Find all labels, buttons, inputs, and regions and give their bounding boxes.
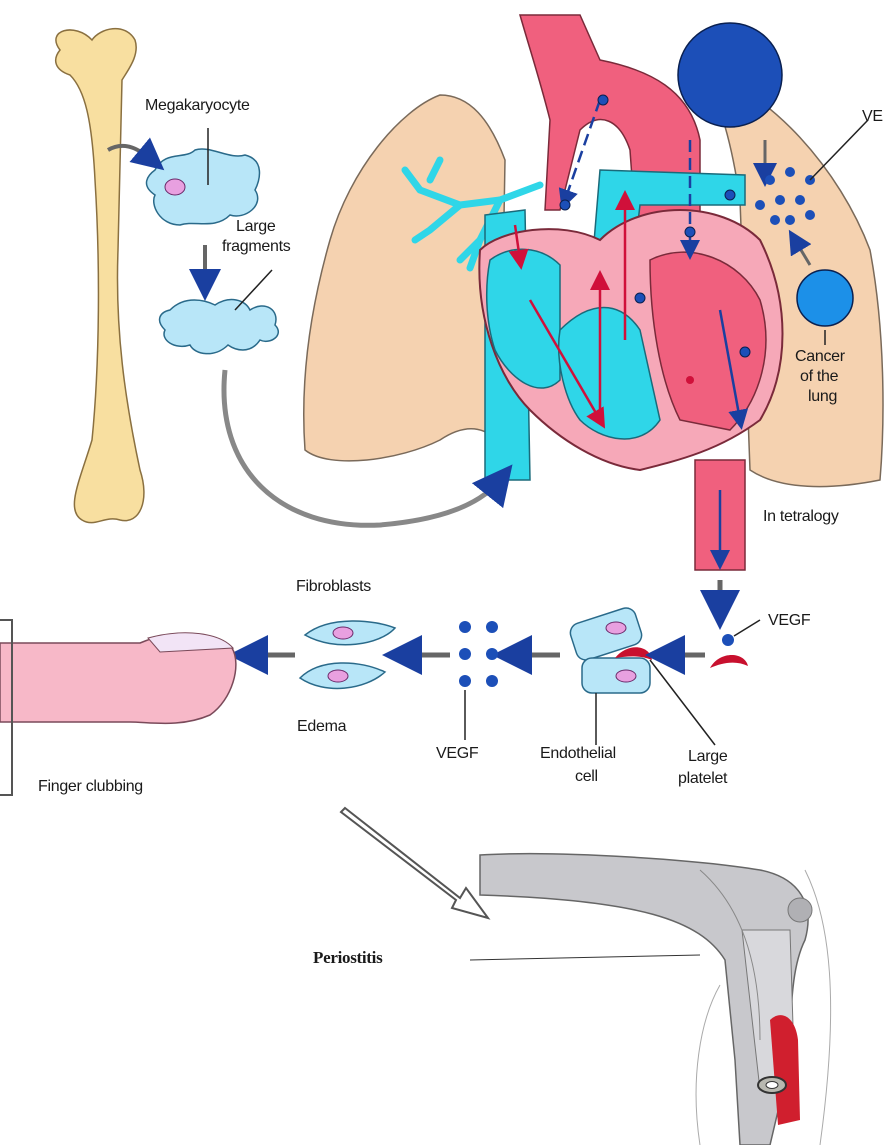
megakaryocyte-cell	[146, 149, 259, 225]
label-megakaryocyte: Megakaryocyte	[145, 97, 250, 115]
label-cancer-line2: of the	[800, 368, 838, 386]
label-platelet-line1: Large	[688, 748, 727, 766]
megakaryocyte-nucleus	[165, 179, 185, 195]
endothelial-nucleus-upper	[606, 622, 626, 634]
large-platelet-right	[710, 655, 748, 668]
shunt-marker	[686, 376, 694, 384]
tumor-large	[678, 23, 782, 127]
platelet-leader	[650, 660, 715, 745]
fibroblast-nucleus-upper	[333, 627, 353, 639]
left-lung	[304, 95, 505, 461]
vegf-dot-right	[722, 634, 734, 646]
knee-leg	[480, 854, 831, 1145]
fragments-leader	[235, 270, 272, 310]
label-in-tetralogy: In tetralogy	[763, 508, 839, 526]
label-large-fragments-line2: fragments	[222, 238, 290, 256]
vegf-top-leader	[810, 120, 868, 180]
label-cancer-line3: lung	[808, 388, 837, 406]
label-finger-clubbing: Finger clubbing	[38, 778, 143, 796]
label-endothelial-line2: cell	[575, 768, 598, 786]
label-edema: Edema	[297, 718, 346, 736]
periostitis-arrow	[341, 808, 488, 918]
vegf-right-leader	[734, 620, 760, 636]
large-fragments	[160, 300, 279, 354]
fibroblast-nucleus-lower	[328, 670, 348, 682]
label-platelet-line2: platelet	[678, 770, 727, 788]
label-periostitis: Periostitis	[313, 948, 382, 968]
label-cancer-line1: Cancer	[795, 348, 845, 366]
label-vegf-top: VE	[862, 108, 883, 126]
label-vegf-right: VEGF	[768, 612, 810, 630]
label-fibroblasts: Fibroblasts	[296, 578, 371, 596]
endothelial-nucleus-lower	[616, 670, 636, 682]
femur-bone	[56, 29, 144, 523]
vegf-grid-bottom	[459, 621, 498, 687]
label-vegf-bottom: VEGF	[436, 745, 478, 763]
fingernail	[148, 633, 233, 652]
label-endothelial-line1: Endothelial	[540, 745, 616, 763]
label-large-fragments-line1: Large	[236, 218, 275, 236]
tumor-small	[797, 270, 853, 326]
periostitis-leader	[470, 955, 700, 960]
